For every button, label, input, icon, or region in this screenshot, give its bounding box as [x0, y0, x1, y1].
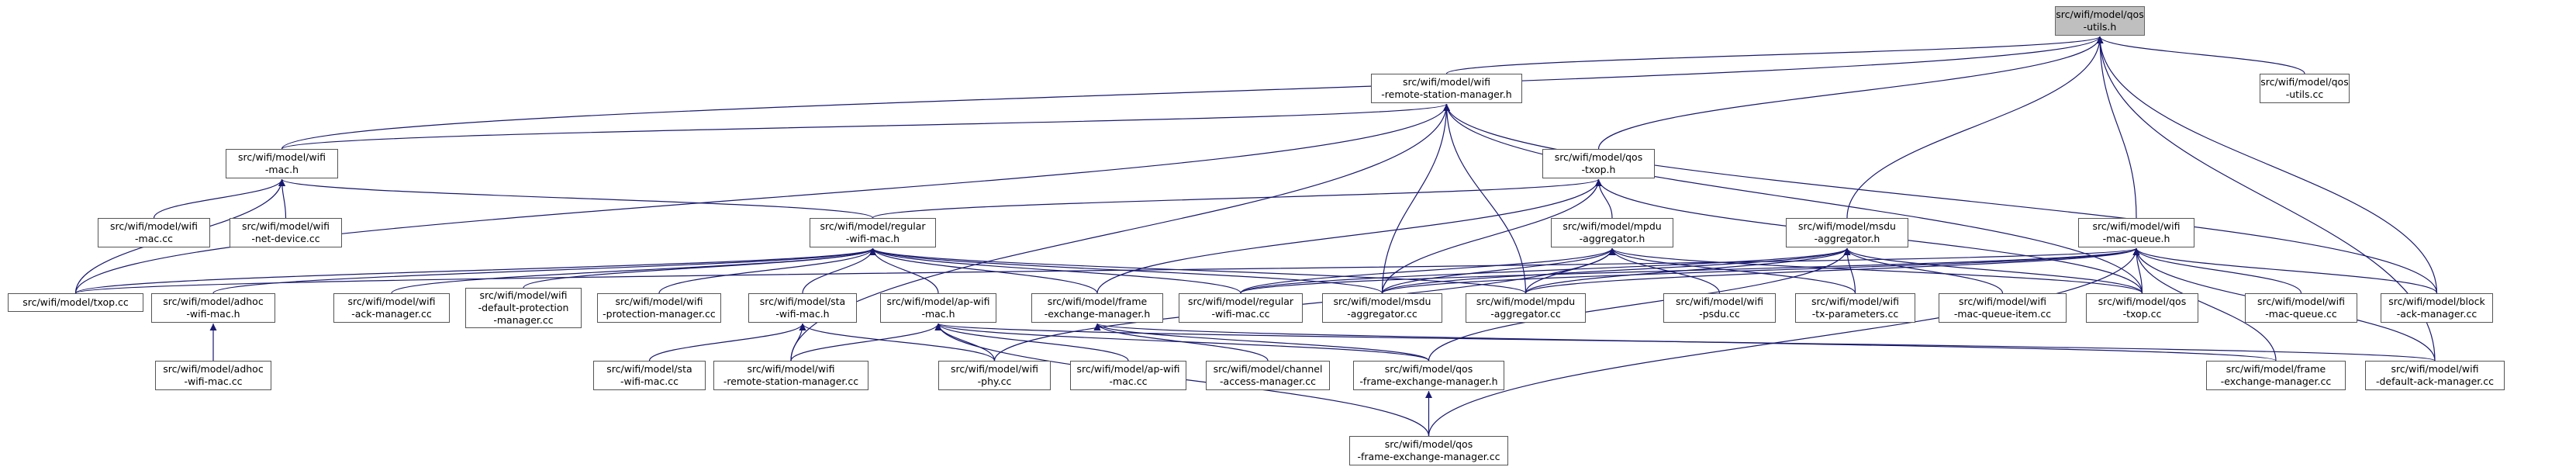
- edge-qos_utils_cc-to-qos_utils_h: [2096, 36, 2305, 74]
- node-wifi-net-device-cc[interactable]: src/wifi/model/wifi -net-device.cc: [230, 218, 342, 247]
- edge-adhoc_h-to-regular_mac_h: [212, 247, 876, 294]
- edge-msdu_agg_cc-to-qos_txop_h: [1381, 178, 1602, 294]
- edge-mpdu_agg_cc-to-mac_queue_h: [1525, 247, 2140, 294]
- node-regular-wifi-mac-h[interactable]: src/wifi/model/regular -wifi-mac.h: [810, 218, 936, 247]
- node-block-ack-manager-cc[interactable]: src/wifi/model/block -ack-manager.cc: [2381, 293, 2493, 323]
- node-txop-cc[interactable]: src/wifi/model/txop.cc: [8, 293, 143, 312]
- node-adhoc-wifi-mac-h[interactable]: src/wifi/model/adhoc -wifi-mac.h: [151, 293, 275, 323]
- node-wifi-mac-h[interactable]: src/wifi/model/wifi -mac.h: [226, 149, 338, 178]
- edge-msdu_agg_h-to-qos_utils_h: [1846, 36, 2104, 219]
- node-frame-exchange-manager-cc[interactable]: src/wifi/model/frame -exchange-manager.c…: [2206, 361, 2346, 390]
- node-channel-access-manager-cc[interactable]: src/wifi/model/channel -access-manager.c…: [1206, 361, 1330, 390]
- node-sta-wifi-mac-h[interactable]: src/wifi/model/sta -wifi-mac.h: [748, 293, 857, 323]
- node-wifi-phy-cc[interactable]: src/wifi/model/wifi -phy.cc: [938, 361, 1051, 390]
- node-wifi-protection-manager-cc[interactable]: src/wifi/model/wifi -protection-manager.…: [597, 293, 721, 323]
- node-qos-txop-h[interactable]: src/wifi/model/qos -txop.h: [1542, 149, 1655, 178]
- node-wifi-psdu-cc[interactable]: src/wifi/model/wifi -psdu.cc: [1663, 293, 1776, 323]
- edge-mqi_cc-to-msdu_agg_h: [1843, 247, 2004, 294]
- edge-rsm_cc-to-ap_h: [790, 323, 942, 362]
- edge-fem_cc-to-mac_queue_h: [2132, 247, 2277, 362]
- edge-def_prot_cc-to-regular_mac_h: [523, 247, 876, 289]
- node-wifi-mac-queue-cc[interactable]: src/wifi/model/wifi -mac-queue.cc: [2245, 293, 2357, 323]
- node-qos-utils-h[interactable]: src/wifi/model/qos -utils.h: [2055, 6, 2145, 36]
- node-qos-frame-exchange-manager-h[interactable]: src/wifi/model/qos -frame-exchange-manag…: [1353, 361, 1504, 390]
- edge-mac_queue_cc-to-mac_queue_h: [2132, 247, 2302, 294]
- edge-block_ack_cc-to-mac_queue_h: [2132, 247, 2438, 294]
- edge-chan_acc_cc-to-fem_h: [1093, 323, 1269, 362]
- node-msdu-aggregator-h[interactable]: src/wifi/model/msdu -aggregator.h: [1786, 218, 1908, 247]
- edge-regular_mac_cc-to-regular_mac_h: [869, 247, 1241, 294]
- edge-fem_cc-to-fem_h: [1094, 323, 2277, 362]
- node-wifi-default-ack-manager-cc[interactable]: src/wifi/model/wifi -default-ack-manager…: [2365, 361, 2505, 390]
- edge-rsm_h-to-qos_utils_h: [1445, 36, 2104, 74]
- edge-msdu_agg_cc-to-mac_queue_h: [1381, 247, 2140, 294]
- edge-regular_mac_h-to-qos_txop_h: [872, 178, 1602, 219]
- edge-sta_cc-to-sta_h: [648, 323, 806, 362]
- edge-wifi_mac_h-to-qos_utils_h: [281, 36, 2104, 150]
- edge-regular_mac_cc-to-mac_queue_h: [1240, 247, 2140, 294]
- node-ap-wifi-mac-h[interactable]: src/wifi/model/ap-wifi -mac.h: [880, 293, 996, 323]
- edge-qfem_cc-to-mac_queue_h: [1428, 247, 2140, 437]
- edge-prot_mgr_cc-to-regular_mac_h: [658, 247, 876, 294]
- edge-txop_cc-to-rsm_h: [74, 103, 1450, 294]
- edge-net_device_cc-to-wifi_mac_h: [278, 178, 287, 219]
- edge-fem_h-to-qos_txop_h: [1096, 178, 1602, 294]
- edge-phy_cc-to-sta_h: [799, 323, 996, 362]
- edge-wifi_mac_cc-to-wifi_mac_h: [153, 178, 285, 219]
- edge-qfem_h-to-msdu_agg_h: [1428, 247, 1851, 362]
- node-wifi-default-protection-manager-cc[interactable]: src/wifi/model/wifi -default-protection …: [465, 288, 582, 328]
- edge-psdu_cc-to-mpdu_agg_h: [1608, 247, 1721, 294]
- node-qos-utils-cc[interactable]: src/wifi/model/qos -utils.cc: [2260, 74, 2350, 103]
- edge-mpdu_agg_cc-to-rsm_h: [1443, 103, 1527, 294]
- edge-qos_txop_cc-to-rsm_h: [1443, 103, 2143, 294]
- node-wifi-mac-cc[interactable]: src/wifi/model/wifi -mac.cc: [98, 218, 210, 247]
- node-wifi-tx-parameters-cc[interactable]: src/wifi/model/wifi -tx-parameters.cc: [1795, 293, 1915, 323]
- edge-qos_txop_cc-to-msdu_agg_h: [1843, 247, 2143, 294]
- node-regular-wifi-mac-cc[interactable]: src/wifi/model/regular -wifi-mac.cc: [1179, 293, 1303, 323]
- edge-qos_txop_h-to-qos_utils_h: [1597, 36, 2104, 150]
- node-sta-wifi-mac-cc[interactable]: src/wifi/model/sta -wifi-mac.cc: [593, 361, 706, 390]
- edge-msdu_agg_cc-to-mpdu_agg_h: [1381, 247, 1616, 294]
- node-wifi-remote-station-manager-cc[interactable]: src/wifi/model/wifi -remote-station-mana…: [713, 361, 868, 390]
- edge-msdu_agg_cc-to-rsm_h: [1381, 103, 1450, 294]
- node-wifi-mac-queue-item-cc[interactable]: src/wifi/model/wifi -mac-queue-item.cc: [1939, 293, 2067, 323]
- edge-mpdu_agg_cc-to-regular_mac_h: [869, 247, 1527, 294]
- node-wifi-mac-queue-h[interactable]: src/wifi/model/wifi -mac-queue.h: [2078, 218, 2194, 247]
- edge-fem_h-to-regular_mac_h: [869, 247, 1098, 294]
- node-mpdu-aggregator-cc[interactable]: src/wifi/model/mpdu -aggregator.cc: [1466, 293, 1586, 323]
- edge-txop_cc-to-regular_mac_h: [74, 247, 876, 294]
- edge-ap_cc-to-ap_h: [934, 323, 1129, 362]
- edge-regular_mac_h-to-wifi_mac_h: [278, 178, 874, 219]
- edge-qos_txop_cc-to-mpdu_agg_h: [1608, 247, 2143, 294]
- node-wifi-ack-manager-cc[interactable]: src/wifi/model/wifi -ack-manager.cc: [333, 293, 450, 323]
- node-ap-wifi-mac-cc[interactable]: src/wifi/model/ap-wifi -mac.cc: [1070, 361, 1186, 390]
- edge-txop_cc-to-mac_queue_h: [74, 247, 2139, 294]
- edge-block_ack_cc-to-qos_utils_h: [2096, 36, 2438, 294]
- edge-tx_params_cc-to-mpdu_agg_h: [1608, 247, 1856, 294]
- edge-wifi_mac_h-to-rsm_h: [281, 103, 1450, 150]
- node-qos-txop-cc[interactable]: src/wifi/model/qos -txop.cc: [2086, 293, 2198, 323]
- edge-msdu_agg_cc-to-msdu_agg_h: [1381, 247, 1851, 294]
- edge-block_ack_cc-to-rsm_h: [1443, 103, 2438, 294]
- edge-regular_mac_cc-to-mpdu_agg_h: [1240, 247, 1616, 294]
- node-mpdu-aggregator-h[interactable]: src/wifi/model/mpdu -aggregator.h: [1551, 218, 1673, 247]
- node-qos-frame-exchange-manager-cc[interactable]: src/wifi/model/qos -frame-exchange-manag…: [1349, 436, 1508, 465]
- node-frame-exchange-manager-h[interactable]: src/wifi/model/frame -exchange-manager.h: [1031, 293, 1163, 323]
- edge-mac_queue_h-to-qos_utils_h: [2096, 36, 2137, 219]
- edge-qfem_h-to-fem_h: [1093, 323, 1430, 362]
- node-adhoc-wifi-mac-cc[interactable]: src/wifi/model/adhoc -wifi-mac.cc: [155, 361, 271, 390]
- node-wifi-remote-station-manager-h[interactable]: src/wifi/model/wifi -remote-station-mana…: [1371, 74, 1522, 103]
- edge-phy_cc-to-mpdu_agg_h: [993, 247, 1616, 362]
- node-msdu-aggregator-cc[interactable]: src/wifi/model/msdu -aggregator.cc: [1322, 293, 1442, 323]
- edge-regular_mac_cc-to-msdu_agg_h: [1240, 247, 1851, 294]
- edge-msdu_agg_cc-to-regular_mac_h: [869, 247, 1383, 294]
